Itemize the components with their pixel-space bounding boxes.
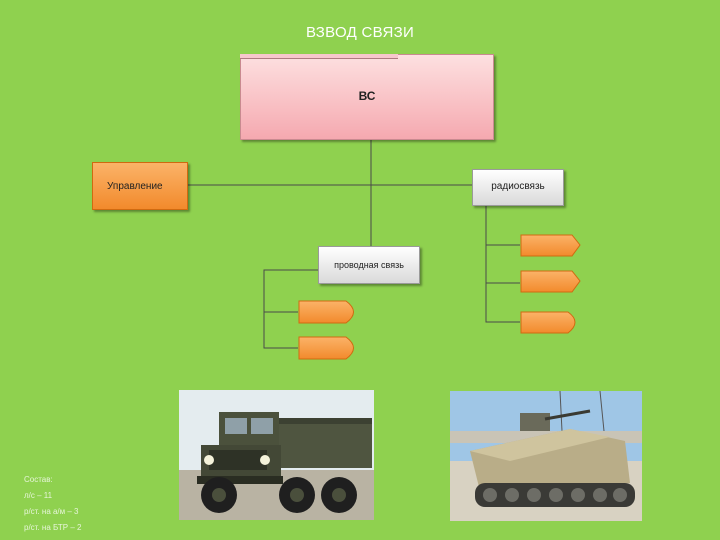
line-wire-2 [263,312,298,349]
wire-round-1 [298,300,354,324]
radio-round-3 [520,311,576,334]
diagram-title: ВЗВОД СВЯЗИ [305,24,415,41]
upravlenie-label: Управление [107,181,163,192]
provodnaya-label: проводная связь [334,260,404,270]
upravlenie-node: Управление [92,162,188,210]
composition-info: Состав: л/с – 11 р/ст. на а/м – 3 р/ст. … [24,472,81,536]
radiosvyaz-label: радиосвязь [491,181,545,192]
line-radio-1 [485,204,520,246]
line-radio-2 [485,245,520,284]
wire-round-2 [298,336,354,360]
vs-tab-decoration [240,54,398,59]
composition-line-1: л/с – 11 [24,491,53,500]
composition-heading: Состав: [24,475,53,484]
line-radio-3 [485,283,520,323]
provodnaya-node: проводная связь [318,246,420,284]
radio-arrow-2 [520,270,581,293]
composition-line-3: р/ст. на БТР – 2 [24,523,82,532]
vs-label: ВС [358,89,376,103]
composition-line-2: р/ст. на а/м – 3 [24,507,79,516]
radio-arrow-1 [520,234,581,257]
radiosvyaz-node: радиосвязь [472,169,564,206]
truck-photo [179,390,374,520]
line-wire-1 [263,269,318,313]
apc-photo [450,391,642,521]
vs-node: ВС [240,54,494,140]
